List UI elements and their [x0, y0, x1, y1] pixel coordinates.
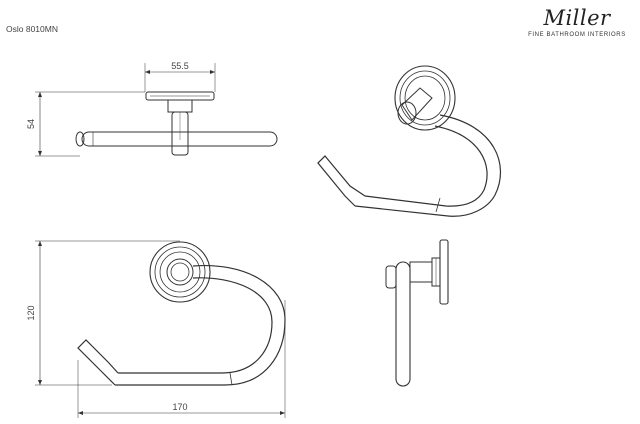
post — [401, 87, 433, 121]
logo-script: Miller — [543, 6, 611, 30]
arrow-head — [280, 411, 285, 415]
dim-label-front-width: 170 — [172, 402, 187, 412]
brand-logo: Miller FINE BATHROOM INTERIORS — [522, 6, 632, 38]
front-view: 120 170 — [26, 240, 286, 418]
logo-tagline: FINE BATHROOM INTERIORS — [528, 32, 626, 38]
arrow-head — [38, 151, 42, 156]
perspective-view — [317, 65, 502, 217]
neck — [167, 99, 193, 113]
holder-bar — [81, 131, 278, 147]
arrow-head — [145, 70, 150, 74]
wall-plate — [439, 239, 449, 305]
hook-end — [77, 339, 119, 386]
dim-label-front-height: 120 — [26, 305, 36, 320]
rosette-outer — [394, 65, 456, 131]
arm-curve-inner — [364, 125, 488, 207]
hook-end — [317, 155, 366, 207]
arrow-head — [38, 241, 42, 246]
post-center — [166, 258, 194, 286]
arm-curve-inner — [118, 277, 273, 374]
top-view: 55.5 54 — [26, 61, 278, 157]
stub — [385, 265, 397, 289]
arrow-head — [38, 380, 42, 385]
arm-curve-outer — [115, 264, 286, 386]
holder-bar — [395, 261, 411, 387]
side-view — [385, 239, 449, 387]
dim-label-top-width: 55.5 — [171, 61, 189, 71]
arrow-head — [210, 70, 215, 74]
post-end — [397, 101, 417, 125]
arrow-head — [78, 411, 83, 415]
arrow-head — [38, 92, 42, 97]
rosette-outer — [149, 241, 211, 303]
arm-curve-outer — [354, 114, 502, 217]
post — [409, 261, 433, 283]
bar-end — [75, 131, 85, 147]
dim-label-top-height: 54 — [26, 119, 36, 129]
model-code: Oslo 8010MN — [6, 24, 58, 34]
